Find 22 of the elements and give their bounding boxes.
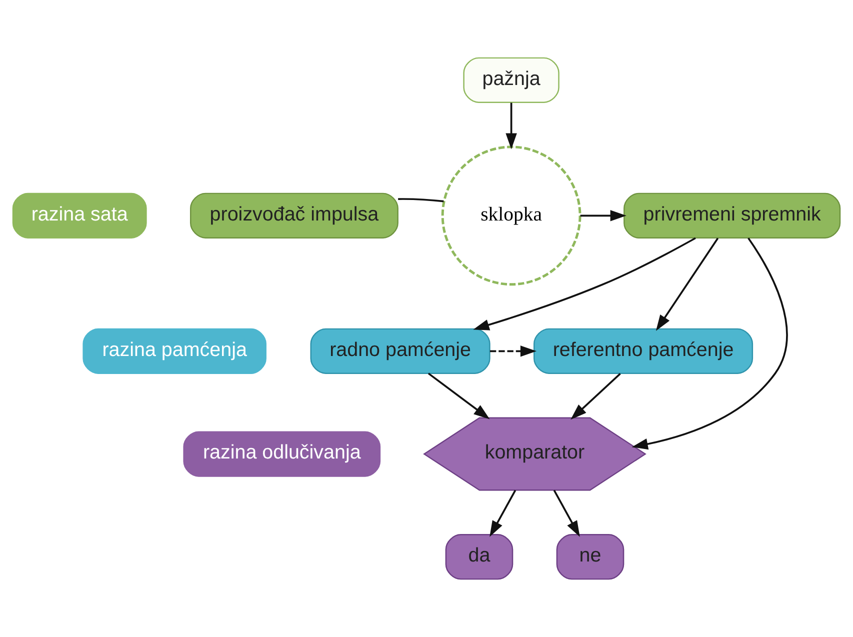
node-box: razina pamćenja	[82, 328, 266, 374]
arrow	[428, 372, 490, 420]
node-box: privremeni spremnik	[624, 192, 841, 238]
arrow	[580, 210, 626, 222]
arrow	[490, 346, 536, 357]
node-box: da	[445, 534, 514, 580]
arrow	[632, 238, 788, 450]
arrow	[490, 490, 516, 537]
node-box: ne	[556, 534, 624, 580]
arrow	[553, 490, 580, 537]
node-box: radno pamćenje	[310, 328, 490, 374]
node-box: proizvođač impulsa	[190, 192, 398, 238]
node-circle: sklopka	[441, 146, 582, 286]
node-box: pažnja	[463, 57, 560, 103]
arrow	[506, 102, 517, 150]
arrow	[656, 238, 719, 331]
arrow	[570, 372, 621, 420]
node-box: referentno pamćenje	[534, 328, 754, 374]
arrow	[473, 237, 696, 330]
connector	[398, 198, 444, 202]
node-box: razina sata	[12, 192, 147, 238]
node-box: razina odlučivanja	[183, 431, 381, 477]
